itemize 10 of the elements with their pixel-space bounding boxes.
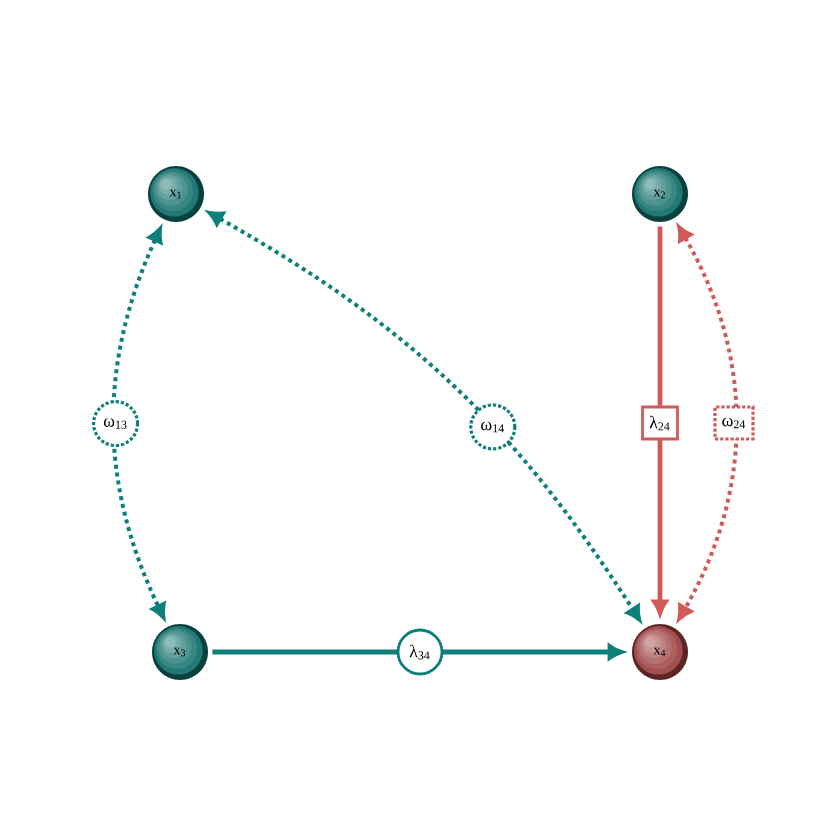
arrow: [212, 644, 624, 660]
edge-label: λ$_{34}$: [396, 628, 444, 676]
edge-label: ω$_{24}$: [713, 405, 755, 441]
edge-label: ω$_{14}$: [469, 403, 517, 451]
arrow: [207, 211, 642, 622]
arrow: [652, 226, 668, 616]
arrow: [677, 225, 739, 621]
edge-label: λ$_{24}$: [641, 405, 679, 441]
arrow: [111, 227, 166, 620]
edge-label: ω$_{13}$: [91, 399, 140, 448]
